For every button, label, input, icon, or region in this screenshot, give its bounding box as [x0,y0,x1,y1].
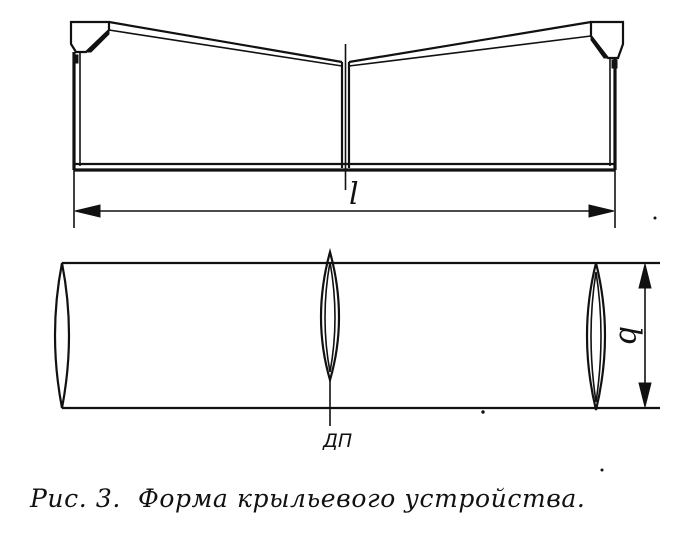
center-section-inner [324,261,336,373]
plan-view: ДП b [53,216,660,472]
figure-caption: Рис. 3. Форма крыльевого устройства. [30,484,690,513]
dim-b-label: b [612,326,647,345]
centerline-label: ДП [322,430,352,452]
front-view: l [69,20,625,228]
right-wing-top-edge [348,20,592,64]
right-strut-head-shade [590,34,610,59]
right-section-inner [590,271,602,403]
center-section-profile [319,247,341,384]
speck [600,468,604,472]
right-strut-bolt [611,59,618,69]
right-strut-head [589,20,625,60]
left-section-profile [53,262,71,409]
left-strut-bolt [72,54,79,64]
speck [653,216,657,220]
right-wing-lower-edge [348,35,592,67]
dim-l-label: l [349,177,359,212]
left-strut-head-shade [86,28,110,53]
speck [481,410,485,414]
dim-l-arrow-left [74,204,101,218]
dim-b-arrow-bottom [638,382,652,408]
left-wing-lower-edge [108,29,343,67]
right-section-profile [585,262,607,411]
dim-b-arrow-top [638,263,652,289]
left-wing-top-edge [108,20,343,64]
dim-l-arrow-right [588,204,615,218]
caption-text: Форма крыльевого устройства. [137,484,586,513]
caption-prefix: Рис. 3. [30,484,121,513]
